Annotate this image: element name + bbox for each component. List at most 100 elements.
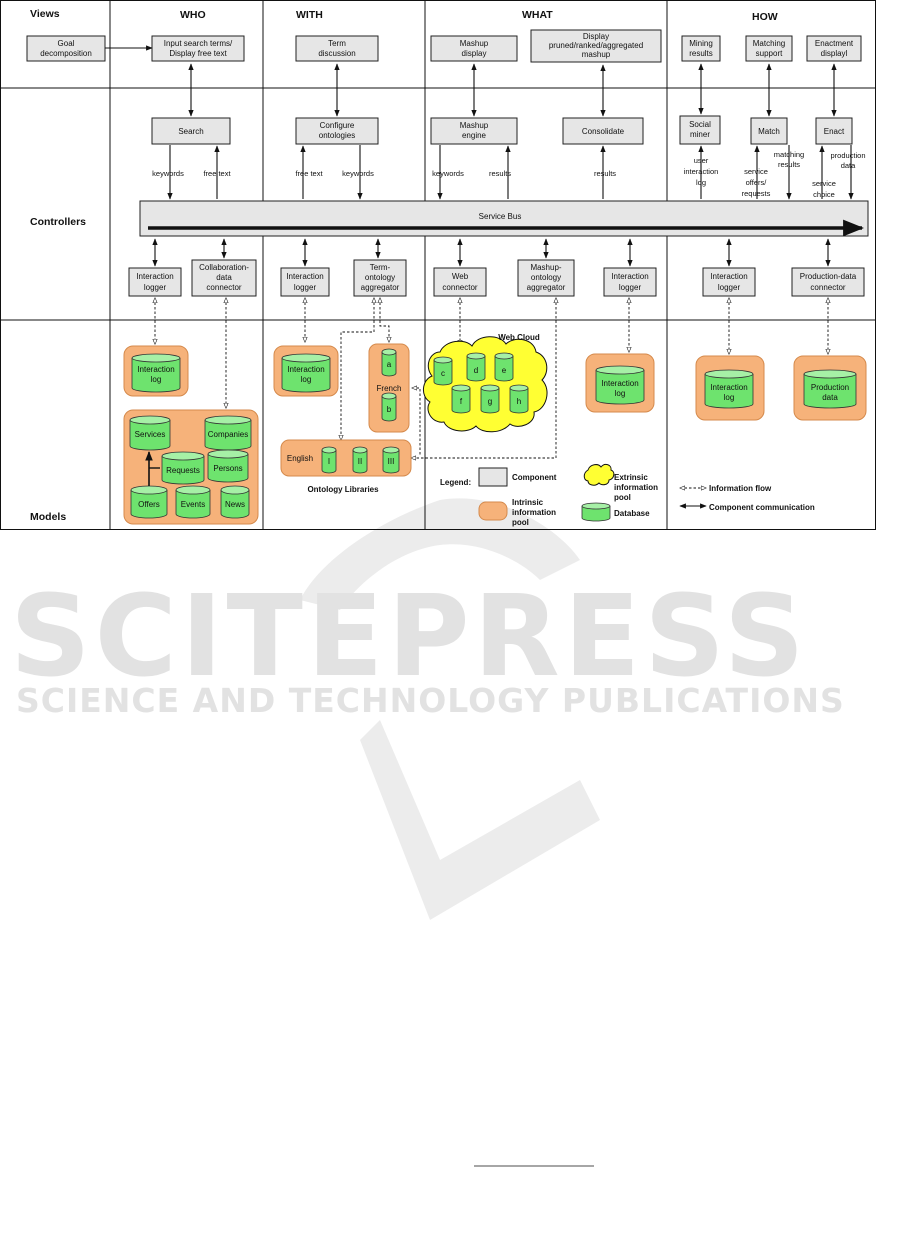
svg-text:III: III — [388, 457, 395, 466]
cloud-db-g: g — [480, 384, 500, 414]
svg-text:Service Bus: Service Bus — [479, 212, 522, 221]
svg-text:Term-: Term- — [370, 263, 391, 272]
svg-text:displayl: displayl — [821, 49, 848, 58]
svg-text:decomposition: decomposition — [40, 49, 92, 58]
who-interaction-log-pool: Interaction log — [123, 345, 189, 397]
row-label-models: Models — [30, 511, 66, 523]
svg-text:logger: logger — [294, 283, 317, 292]
svg-text:ontology: ontology — [365, 273, 395, 282]
svg-text:Interaction: Interaction — [611, 272, 648, 281]
svg-text:offers/: offers/ — [746, 178, 768, 187]
legend-database-swatch — [581, 502, 611, 522]
flow-label-free-text: free text — [203, 169, 231, 178]
watermark: SCITEPRESS SCIENCE AND TECHNOLOGY PUBLIC… — [10, 498, 844, 920]
svg-text:Interaction: Interaction — [137, 365, 174, 374]
who-collaboration-pool: Services Companies Requests Persons Offe… — [123, 409, 259, 525]
svg-text:engine: engine — [462, 131, 487, 140]
view-enactment-display: Enactment displayl — [806, 35, 862, 62]
controller-consolidate: Consolidate — [562, 117, 644, 145]
flow-label-service-offers-requests: service offers/ requests — [742, 167, 771, 198]
flow-label-results: results — [594, 169, 616, 178]
svg-text:production: production — [830, 151, 865, 160]
watermark-title: SCITEPRESS — [10, 572, 809, 702]
svg-text:Input search terms/: Input search terms/ — [164, 39, 233, 48]
controller-enact: Enact — [815, 117, 853, 145]
svg-text:support: support — [756, 49, 783, 58]
legend-component-label: Component — [512, 473, 557, 482]
flow-label-keywords: keywords — [432, 169, 464, 178]
flow-label-production-data: production data — [830, 151, 865, 170]
controller-with-interaction-logger: Interaction logger — [280, 267, 330, 297]
svg-text:mashup: mashup — [582, 50, 611, 59]
svg-text:Interaction: Interaction — [287, 365, 324, 374]
controller-social-miner: Social miner — [679, 115, 721, 145]
flow-label-free-text: free text — [295, 169, 323, 178]
svg-text:Search: Search — [178, 127, 203, 136]
column-header-how: HOW — [752, 11, 778, 23]
svg-text:data: data — [822, 393, 838, 402]
svg-text:Collaboration-: Collaboration- — [199, 263, 249, 272]
controller-match: Match — [750, 117, 788, 145]
svg-text:d: d — [474, 366, 478, 375]
svg-text:Matching: Matching — [753, 39, 785, 48]
svg-text:Social: Social — [689, 120, 711, 129]
svg-text:Offers: Offers — [138, 500, 160, 509]
svg-text:Services: Services — [135, 430, 166, 439]
controller-how-interaction-logger: Interaction logger — [702, 267, 756, 297]
svg-text:Web: Web — [452, 272, 469, 281]
svg-text:connector: connector — [442, 283, 477, 292]
information-flow-arrows — [155, 298, 828, 458]
legend-database-label: Database — [614, 509, 650, 518]
svg-text:h: h — [517, 397, 521, 406]
production-data-pool: Production data — [793, 355, 867, 421]
svg-text:Mashup: Mashup — [460, 39, 489, 48]
french-label: French — [377, 384, 402, 393]
svg-text:pruned/ranked/aggregated: pruned/ranked/aggregated — [549, 41, 643, 50]
column-header-with: WITH — [296, 9, 323, 21]
controller-term-ontology-aggregator: Term- ontology aggregator — [353, 259, 407, 297]
what-interaction-log-pool: Interaction log — [585, 353, 655, 413]
flow-label-keywords: keywords — [342, 169, 374, 178]
svg-text:Term: Term — [328, 39, 346, 48]
controller-search: Search — [151, 117, 231, 145]
controller-mashup-ontology-aggregator: Mashup- ontology aggregator — [517, 259, 575, 297]
service-bus: Service Bus — [139, 200, 869, 237]
ontology-libraries-label: Ontology Libraries — [307, 485, 379, 494]
cloud-db-c: c — [433, 356, 453, 386]
controller-collaboration-data-connector: Collaboration- data connector — [191, 259, 257, 297]
cloud-db-h: h — [509, 384, 529, 414]
legend-information-flow-label: Information flow — [709, 484, 772, 493]
controller-mashup-engine: Mashup engine — [430, 117, 518, 145]
flow-label-matching-results: matching results — [774, 150, 804, 169]
legend-intrinsic-label: information — [512, 508, 556, 517]
french-db-a: a — [381, 348, 397, 377]
svg-text:Requests: Requests — [166, 466, 200, 475]
svg-text:Goal: Goal — [58, 39, 75, 48]
cloud-db-e: e — [494, 352, 514, 382]
svg-text:logger: logger — [718, 283, 741, 292]
svg-text:Enactment: Enactment — [815, 39, 854, 48]
flow-label-keywords: keywords — [152, 169, 184, 178]
svg-text:Display free text: Display free text — [169, 49, 227, 58]
svg-text:g: g — [488, 397, 492, 406]
svg-text:log: log — [301, 375, 312, 384]
flow-label-user-interaction-log: user interaction log — [684, 156, 719, 187]
svg-text:service: service — [812, 179, 836, 188]
svg-text:I: I — [328, 457, 330, 466]
svg-text:ontologies: ontologies — [319, 131, 355, 140]
svg-text:Interaction: Interaction — [601, 379, 638, 388]
legend-component-swatch — [478, 467, 508, 487]
svg-text:e: e — [502, 366, 507, 375]
svg-text:data: data — [841, 161, 856, 170]
svg-text:News: News — [225, 500, 245, 509]
svg-text:discussion: discussion — [318, 49, 355, 58]
view-input-search-terms: Input search terms/ Display free text — [151, 35, 245, 62]
english-label: English — [287, 454, 313, 463]
svg-text:Mining: Mining — [689, 39, 713, 48]
english-db-iii: III — [382, 446, 400, 474]
legend-intrinsic-label: pool — [512, 518, 529, 527]
svg-text:Match: Match — [758, 127, 780, 136]
svg-text:Display: Display — [583, 32, 609, 41]
svg-text:Production: Production — [811, 383, 849, 392]
svg-text:data: data — [216, 273, 232, 282]
